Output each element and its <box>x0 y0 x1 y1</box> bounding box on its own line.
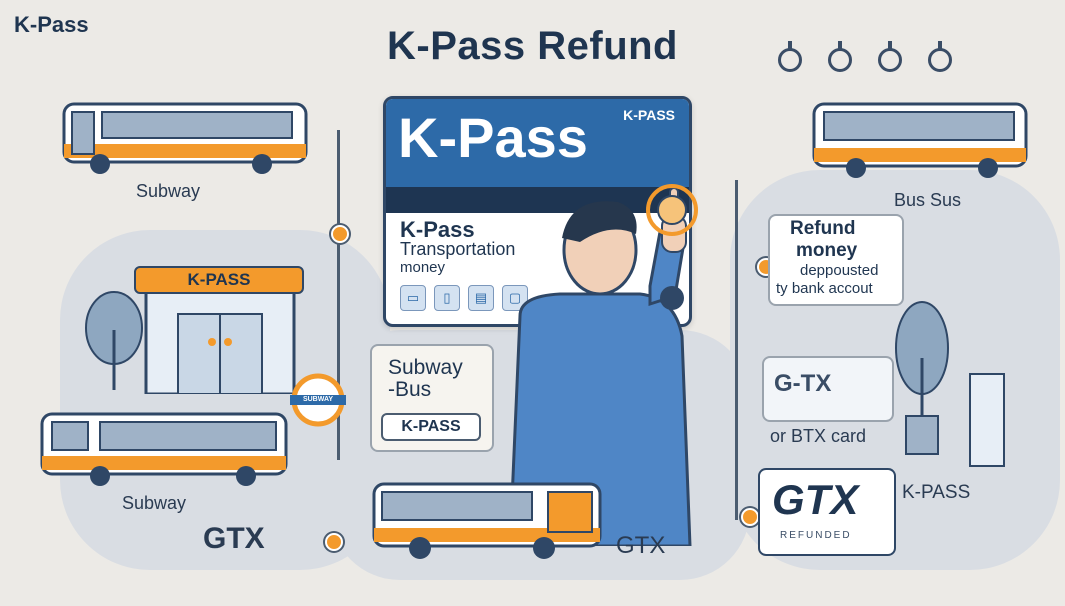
station-icon <box>144 288 296 394</box>
bus-icon <box>40 412 288 486</box>
station-sign: K-PASS <box>134 266 304 294</box>
panel-line2: -Bus <box>388 378 432 401</box>
caption-gtx-left: GTX <box>203 522 265 555</box>
caption-kpass-right: K-PASS <box>902 482 971 503</box>
connector-dot <box>331 225 349 243</box>
bus-icon <box>62 102 308 174</box>
gtx-stamp-label: GTX <box>772 476 859 523</box>
gtx-stamp-sub: REFUNDED <box>780 530 852 541</box>
roundel-label: SUBWAY <box>302 396 334 403</box>
refund-line1: Refund <box>790 218 856 239</box>
connector-dot <box>741 508 759 526</box>
connector-dot <box>325 533 343 551</box>
connector-line-right <box>735 180 738 520</box>
connector-line-left <box>337 130 340 460</box>
refund-line4: ty bank accout <box>776 280 873 297</box>
gtx-card-label: G-TX <box>774 370 832 397</box>
refund-line2: money <box>796 240 858 261</box>
corner-label: K-Pass <box>14 12 89 37</box>
tree-icon <box>85 291 143 390</box>
k-pass-button[interactable]: K-PASS <box>381 413 481 441</box>
card-small-brand: K-PASS <box>623 107 675 123</box>
gtx-stamp-card[interactable] <box>758 468 896 556</box>
caption-subway-bottom: Subway <box>122 493 187 513</box>
touch-ring-icon <box>646 184 698 236</box>
gtx-card-caption: or BTX card <box>770 426 867 446</box>
caption-bus: Bus Sus <box>894 190 962 210</box>
panel-line1: Subway <box>388 356 463 379</box>
k-pass-card: K-Pass K-PASS K-Pass Transportation mone… <box>383 96 692 327</box>
card-line3: money <box>400 259 446 276</box>
refund-line3: deppousted <box>800 262 879 279</box>
page-title: K-Pass Refund <box>387 24 678 68</box>
tree-icon <box>895 301 949 455</box>
card-line2: Transportation <box>400 239 516 259</box>
bus-icon: ▭ <box>400 285 426 311</box>
refund-info-box <box>768 214 904 306</box>
train-icon: ▯ <box>434 285 460 311</box>
gtx-card[interactable] <box>762 356 894 422</box>
door-icon <box>969 373 1005 467</box>
caption-gtx-center: GTX <box>616 532 666 559</box>
bus-icon <box>812 102 1028 178</box>
hand-rings-icon <box>778 41 952 72</box>
card-brand: K-Pass <box>398 106 588 169</box>
ticket-icon: ▤ <box>468 285 494 311</box>
caption-subway-top: Subway <box>136 181 201 201</box>
metro-roundel-icon <box>290 373 346 427</box>
card-line1: K-Pass <box>400 217 475 242</box>
bus-icon <box>372 482 602 559</box>
